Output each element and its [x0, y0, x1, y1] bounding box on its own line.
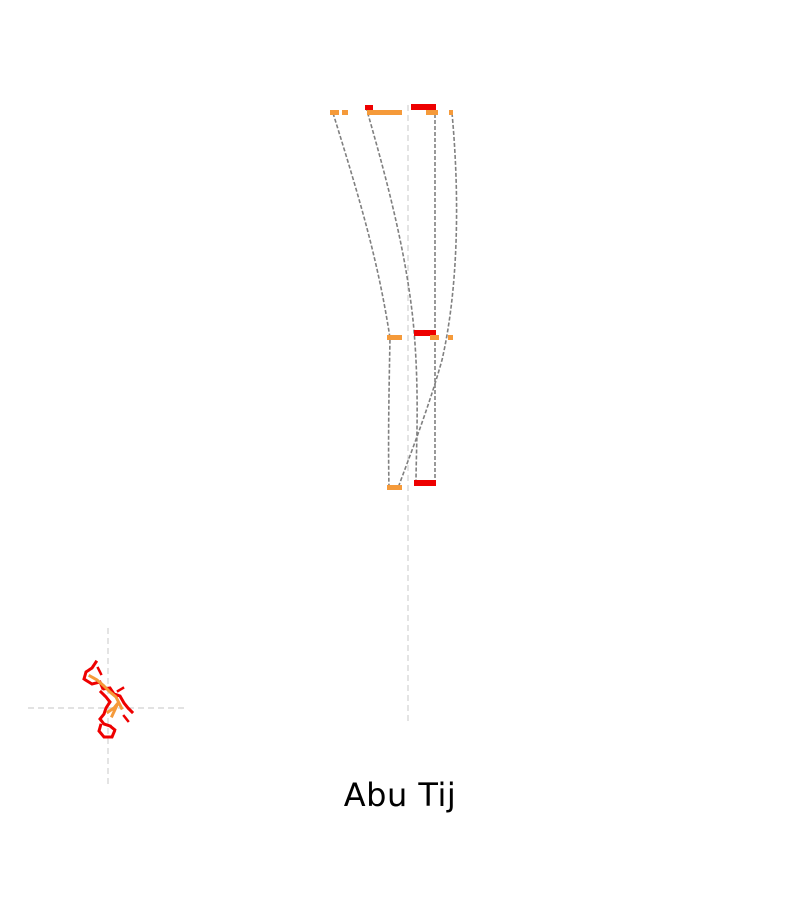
segment-top-orange-3	[367, 110, 402, 115]
connector-curves	[332, 106, 458, 489]
top-row	[330, 104, 453, 115]
segment-top-orange-4	[426, 110, 438, 115]
segment-bottom-red-1	[414, 480, 436, 486]
curve-left-outer	[332, 112, 391, 489]
segment-top-red-1	[365, 105, 373, 110]
segment-bottom-orange-1	[387, 485, 402, 490]
middle-row	[387, 330, 453, 340]
emblem-crosshair	[28, 628, 188, 788]
segment-mid-orange-2	[430, 335, 439, 340]
segment-top-orange-5	[449, 110, 453, 115]
segment-top-red-2	[411, 104, 436, 110]
segment-mid-orange-3	[448, 335, 453, 340]
curve-left-inner	[365, 106, 418, 484]
segment-mid-red-1	[414, 330, 436, 336]
segment-mid-orange-1	[387, 335, 402, 340]
segment-top-orange-2	[342, 110, 348, 115]
segment-top-orange-1	[330, 110, 339, 115]
caption: Abu Tij	[343, 776, 457, 814]
bottom-row	[387, 480, 436, 490]
curve-right-outer	[397, 112, 458, 489]
red-orange-squiggle-icon	[82, 659, 135, 739]
